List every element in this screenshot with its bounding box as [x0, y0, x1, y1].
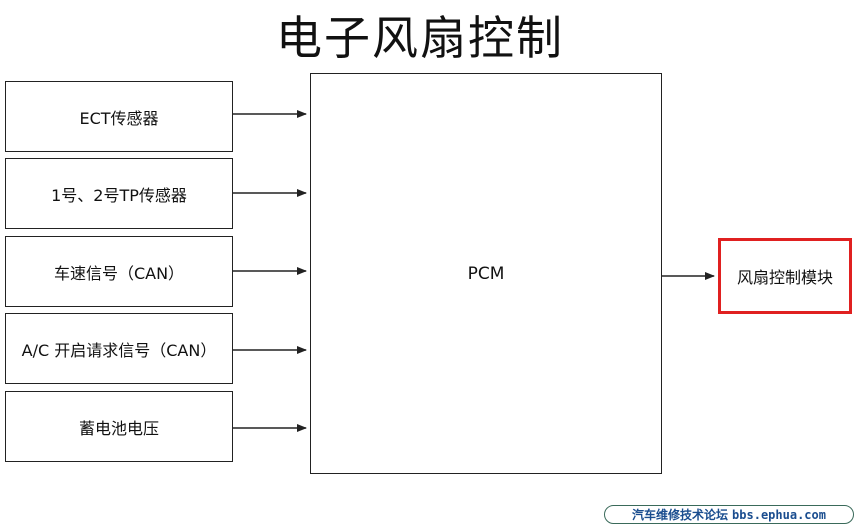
input-label: 蓄电池电压	[78, 418, 159, 438]
input-ect-sensor: ECT传感器	[5, 81, 233, 152]
input-label: 车速信号（CAN）	[53, 263, 185, 283]
input-vehicle-speed: 车速信号（CAN）	[5, 236, 233, 307]
forum-watermark: 汽车维修技术论坛 bbs.ephua.com	[604, 505, 854, 524]
pcm-label: PCM	[467, 264, 505, 284]
input-ac-request: A/C 开启请求信号（CAN）	[5, 313, 233, 384]
fan-control-module-box: 风扇控制模块	[718, 238, 852, 314]
input-tp-sensors: 1号、2号TP传感器	[5, 158, 233, 229]
diagram-title: 电子风扇控制	[276, 11, 564, 65]
input-battery-voltage: 蓄电池电压	[5, 391, 233, 462]
input-label: ECT传感器	[79, 108, 159, 128]
input-label: A/C 开启请求信号（CAN）	[21, 340, 217, 360]
output-label: 风扇控制模块	[736, 268, 833, 287]
watermark-url: bbs.ephua.com	[732, 507, 826, 522]
pcm-block: PCM	[310, 73, 662, 474]
watermark-text: 汽车维修技术论坛	[632, 508, 729, 522]
input-label: 1号、2号TP传感器	[51, 185, 187, 205]
